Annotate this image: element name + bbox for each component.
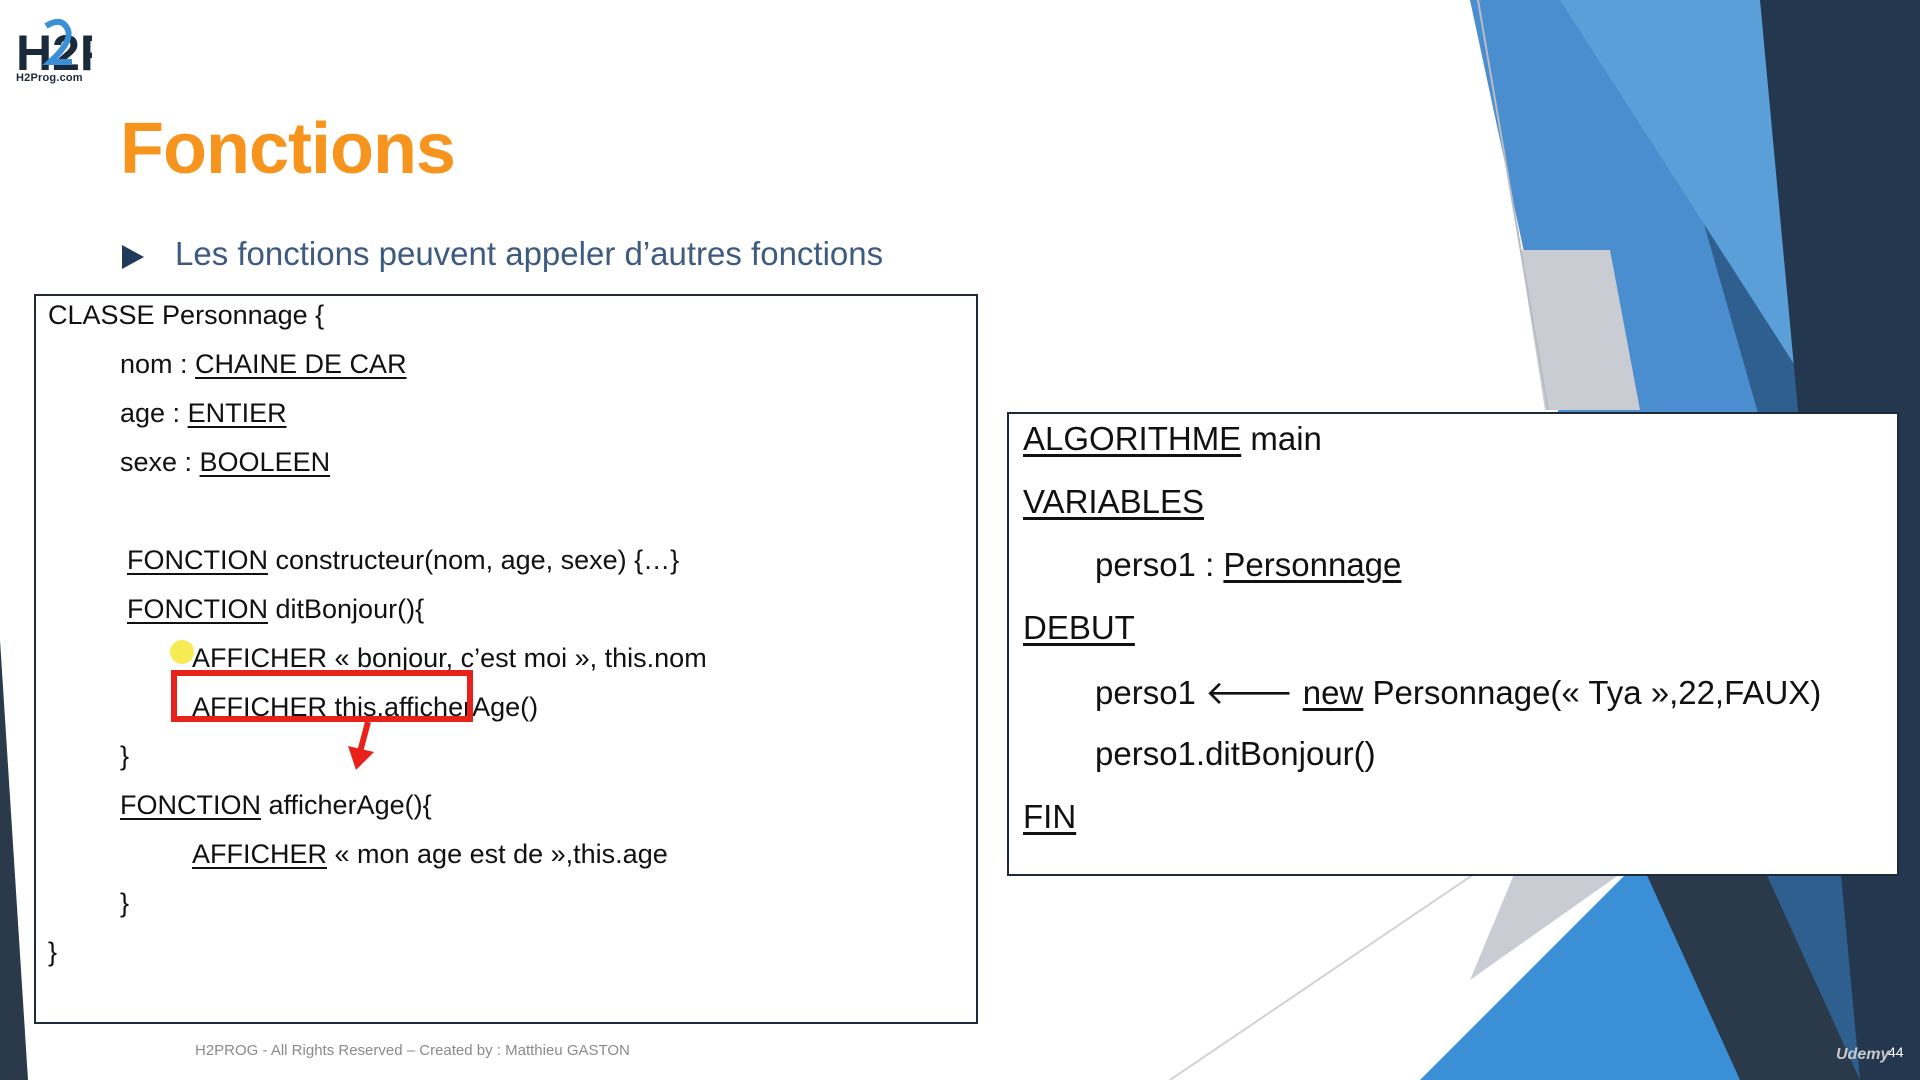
- code-text: perso1.ditBonjour(): [1095, 735, 1376, 772]
- code-text: perso1 :: [1095, 546, 1224, 583]
- class-code-box: CLASSE Personnage { nom : CHAINE DE CAR …: [34, 294, 978, 1024]
- code-keyword: FONCTION: [127, 545, 268, 575]
- code-line: ALGORITHME main: [1023, 420, 1322, 458]
- logo-subtitle: H2Prog.com: [16, 72, 83, 84]
- code-line: FONCTION ditBonjour(){: [127, 594, 424, 625]
- code-line: FIN: [1023, 798, 1076, 836]
- code-keyword: BOOLEEN: [199, 447, 331, 477]
- code-text: }: [120, 741, 130, 771]
- code-keyword: CHAINE DE CAR: [195, 349, 407, 379]
- left-arrow-icon: 🡐: [1205, 674, 1294, 711]
- code-text: CLASSE Personnage {: [48, 300, 325, 330]
- code-keyword: AFFICHER: [192, 839, 327, 869]
- bullet-text: Les fonctions peuvent appeler d’autres f…: [175, 235, 884, 272]
- code-text: « mon age est de »,this.age: [327, 839, 668, 869]
- code-keyword: FONCTION: [127, 594, 268, 624]
- code-keyword: Personnage: [1223, 546, 1402, 583]
- page-title: Fonctions: [120, 109, 456, 189]
- code-text: }: [120, 888, 130, 918]
- code-text: constructeur(nom, age, sexe) {…}: [268, 545, 680, 575]
- code-keyword: AFFICHER: [192, 643, 327, 673]
- code-line: nom : CHAINE DE CAR: [120, 349, 407, 380]
- code-keyword: ALGORITHME: [1023, 420, 1242, 457]
- code-text: Personnage(« Tya »,22,FAUX): [1363, 674, 1822, 711]
- bullet-triangle-icon: [122, 245, 144, 269]
- code-keyword: new: [1302, 674, 1364, 711]
- code-line: CLASSE Personnage {: [48, 300, 324, 331]
- code-keyword: ENTIER: [187, 398, 287, 428]
- code-line: }: [48, 937, 57, 968]
- code-line: }: [120, 741, 129, 772]
- code-line: AFFICHER « mon age est de »,this.age: [192, 839, 668, 870]
- code-line: FONCTION constructeur(nom, age, sexe) {……: [127, 545, 679, 576]
- code-text: perso1: [1095, 674, 1206, 711]
- code-line: VARIABLES: [1023, 483, 1204, 521]
- cursor-highlight-dot: [170, 640, 194, 664]
- footer-text: H2PROG - All Rights Reserved – Created b…: [195, 1042, 630, 1059]
- code-keyword: VARIABLES: [1023, 483, 1204, 520]
- logo-icon: H2P: [16, 18, 92, 81]
- code-keyword: FONCTION: [120, 790, 261, 820]
- code-keyword: DEBUT: [1023, 609, 1135, 646]
- code-line: DEBUT: [1023, 609, 1135, 647]
- page-number: 44: [1888, 1044, 1904, 1060]
- udemy-watermark: Udemy: [1836, 1046, 1890, 1063]
- code-line: perso1.ditBonjour(): [1095, 735, 1376, 773]
- code-text: ditBonjour(){: [268, 594, 425, 624]
- code-line: FONCTION afficherAge(){: [120, 790, 432, 821]
- code-line: sexe : BOOLEEN: [120, 447, 330, 478]
- code-line: perso1 🡐 new Personnage(« Tya »,22,FAUX): [1095, 672, 1821, 712]
- code-text: « bonjour, c’est moi », this.nom: [327, 643, 707, 673]
- code-line: AFFICHER « bonjour, c’est moi », this.no…: [192, 643, 707, 674]
- red-arrow-icon: [348, 722, 374, 770]
- code-line: age : ENTIER: [120, 398, 287, 429]
- code-text: nom :: [120, 349, 196, 379]
- code-text: sexe :: [120, 447, 200, 477]
- algorithm-code-box: ALGORITHME main VARIABLES perso1 : Perso…: [1007, 412, 1899, 876]
- highlight-rectangle: [171, 670, 473, 722]
- code-line: perso1 : Personnage: [1095, 546, 1401, 584]
- code-text: age :: [120, 398, 188, 428]
- code-line: }: [120, 888, 129, 919]
- code-text: main: [1241, 420, 1322, 457]
- logo-text: H2P: [16, 25, 92, 81]
- code-text: }: [48, 937, 58, 967]
- code-text: afficherAge(){: [261, 790, 432, 820]
- code-keyword: FIN: [1023, 798, 1077, 835]
